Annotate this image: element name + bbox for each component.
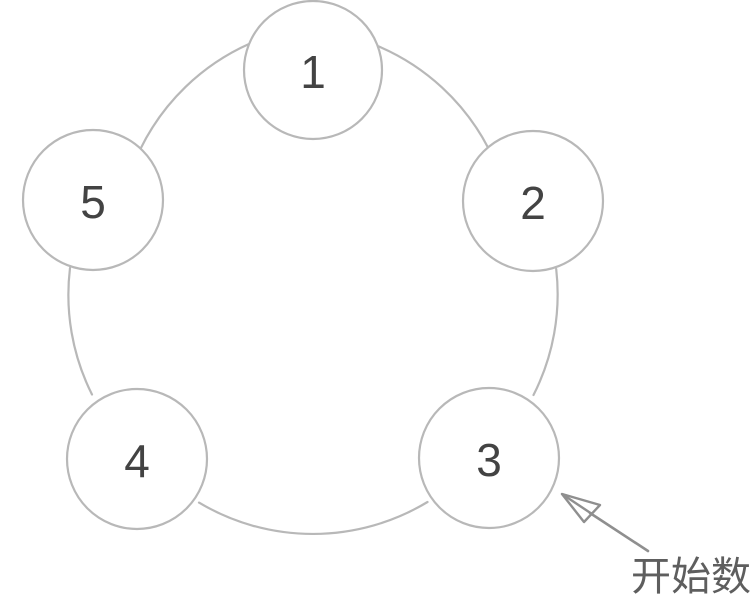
arrow-shaft-line <box>588 511 650 553</box>
node-group-1[interactable]: 1 <box>242 0 384 141</box>
node-label-4: 4 <box>124 435 150 487</box>
node-circle-5[interactable] <box>21 128 165 272</box>
arrow-head-spine <box>561 493 593 515</box>
node-circle-1[interactable] <box>242 0 384 141</box>
node-circle-3[interactable] <box>417 386 561 530</box>
annotation-text-start-number: 开始数 <box>631 554 751 600</box>
node-group-3[interactable]: 3 <box>417 386 561 530</box>
edge-3-to-4 <box>197 500 429 536</box>
annotation-arrow <box>560 492 650 553</box>
node-label-2: 2 <box>520 177 546 229</box>
node-group-2[interactable]: 2 <box>461 129 605 273</box>
edge-5-to-1 <box>139 42 251 150</box>
edge-2-to-3 <box>532 267 559 397</box>
node-circle-4[interactable] <box>65 387 209 531</box>
node-group-4[interactable]: 4 <box>65 387 209 531</box>
ring-arcs <box>67 42 559 536</box>
node-label-5: 5 <box>80 176 106 228</box>
node-group-5[interactable]: 5 <box>21 128 165 272</box>
edge-4-to-5 <box>67 266 94 396</box>
edge-1-to-2 <box>376 45 490 150</box>
node-label-1: 1 <box>300 46 326 98</box>
node-circle-2[interactable] <box>461 129 605 273</box>
node-label-3: 3 <box>476 434 502 486</box>
